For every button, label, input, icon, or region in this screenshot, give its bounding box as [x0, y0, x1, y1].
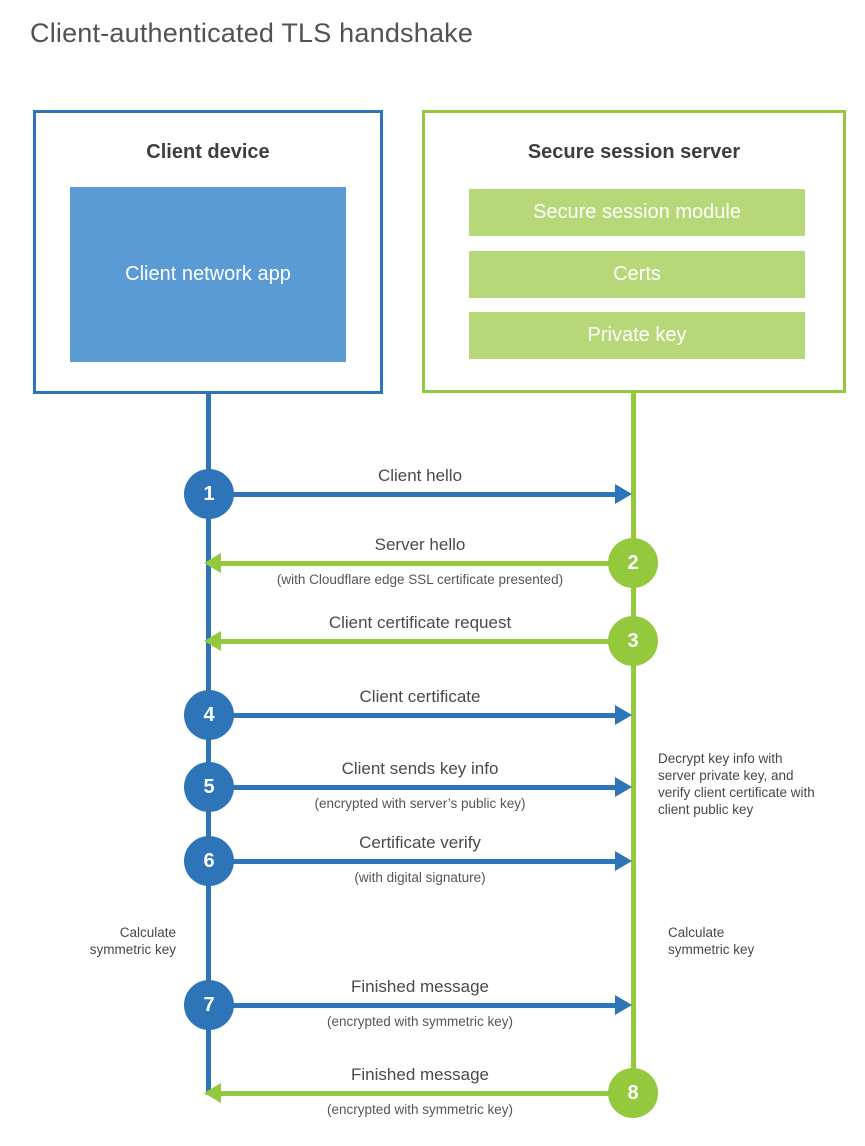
- server-module-certs: Certs: [469, 251, 805, 298]
- step-7-sublabel: (encrypted with symmetric key): [326, 1014, 514, 1029]
- step-8-arrow-line: [221, 1091, 633, 1096]
- step-6-sublabel: (with digital signature): [354, 870, 486, 885]
- secure-session-server-box: Secure session server Secure session mod…: [422, 110, 846, 393]
- step-2-arrow-line: [221, 561, 633, 566]
- calculate-symmetric-key-client-note: Calculate symmetric key: [89, 925, 176, 957]
- step-1-badge: 1: [184, 469, 234, 519]
- secure-session-server-title: Secure session server: [527, 141, 741, 163]
- step-5-arrowhead-right-icon: [615, 777, 632, 797]
- step-4-badge: 4: [184, 690, 234, 740]
- step-7-badge: 7: [184, 980, 234, 1030]
- step-8-arrowhead-left-icon: [204, 1083, 221, 1103]
- step-8-sublabel: (encrypted with symmetric key): [326, 1102, 514, 1117]
- step-1-label: Client hello: [377, 466, 463, 485]
- server-module-secure-session: Secure session module: [469, 189, 805, 236]
- step-8-badge: 8: [608, 1068, 658, 1118]
- step-3-label: Client certificate request: [328, 613, 512, 632]
- step-2-sublabel: (with Cloudflare edge SSL certificate pr…: [276, 572, 564, 587]
- step-8-label: Finished message: [351, 1065, 489, 1084]
- step-5-label: Client sends key info: [341, 759, 499, 778]
- step-6-badge: 6: [184, 836, 234, 886]
- step-2-badge: 2: [608, 538, 658, 588]
- step-6-arrow-line: [209, 859, 616, 864]
- calculate-symmetric-key-server-note: Calculate symmetric key: [668, 925, 755, 957]
- step-4-label: Client certificate: [359, 687, 481, 706]
- step-1-arrow-line: [209, 492, 616, 497]
- step-5-arrow-line: [209, 785, 616, 790]
- server-module-private-key: Private key: [469, 312, 805, 359]
- step-5-badge: 5: [184, 762, 234, 812]
- step-1-arrowhead-right-icon: [615, 484, 632, 504]
- client-network-app-label: Client network app: [125, 263, 291, 285]
- step-6-arrowhead-right-icon: [615, 851, 632, 871]
- step-2-arrowhead-left-icon: [204, 553, 221, 573]
- step-6-label: Certificate verify: [359, 833, 481, 852]
- server-lifeline: [631, 393, 636, 1093]
- page-title: Client-authenticated TLS handshake: [30, 18, 474, 48]
- step-4-arrowhead-right-icon: [615, 705, 632, 725]
- step-2-label: Server hello: [374, 535, 466, 554]
- step-7-label: Finished message: [351, 977, 489, 996]
- client-network-app-block: Client network app: [70, 187, 346, 362]
- step-7-arrow-line: [209, 1003, 616, 1008]
- client-device-box: Client device Client network app: [33, 110, 383, 394]
- client-device-title: Client device: [146, 141, 270, 163]
- decrypt-key-note: Decrypt key info with server private key…: [658, 751, 815, 817]
- step-3-arrow-line: [221, 639, 633, 644]
- step-5-sublabel: (encrypted with server’s public key): [314, 796, 526, 811]
- client-lifeline: [206, 393, 211, 1095]
- step-3-arrowhead-left-icon: [204, 631, 221, 651]
- step-7-arrowhead-right-icon: [615, 995, 632, 1015]
- step-4-arrow-line: [209, 713, 616, 718]
- step-3-badge: 3: [608, 616, 658, 666]
